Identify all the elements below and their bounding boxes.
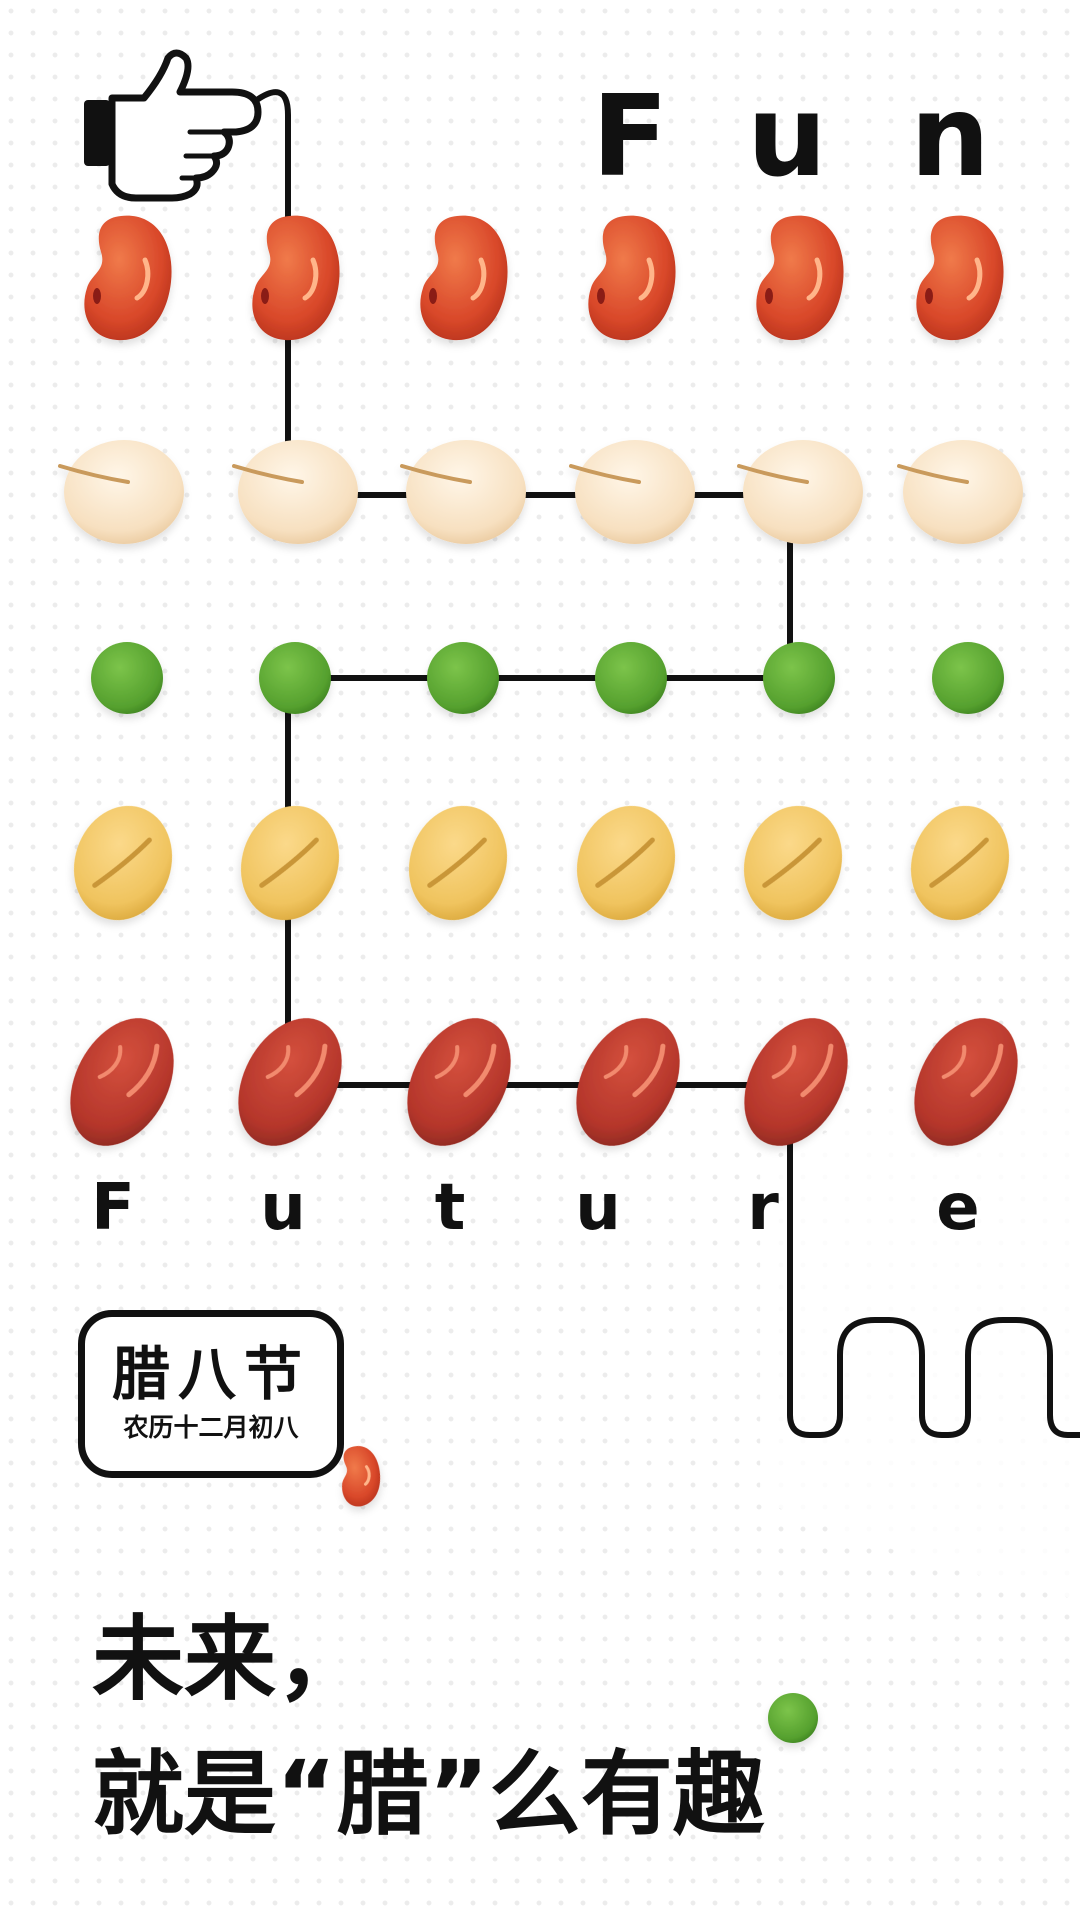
wheat-grain xyxy=(408,805,508,921)
future-letter: u xyxy=(575,1171,621,1245)
future-letter: t xyxy=(434,1171,466,1245)
red-bean xyxy=(420,215,508,341)
slogan-line-1: 未来， xyxy=(92,1606,369,1713)
future-letter: e xyxy=(936,1171,980,1245)
wheat-grain xyxy=(240,805,340,921)
heading-letter: F xyxy=(591,72,669,202)
future-letter: F xyxy=(91,1171,135,1245)
grain-row-peanut xyxy=(58,440,1023,544)
slogan-line-2: 就是“腊”么有趣 xyxy=(92,1741,765,1848)
badge-subtitle: 农历十二月初八 xyxy=(123,1413,299,1442)
red-bean xyxy=(252,215,340,341)
wheat-grain xyxy=(576,805,676,921)
future-letter: r xyxy=(747,1171,779,1245)
heading-letter: u xyxy=(747,72,827,202)
peanut xyxy=(58,440,184,544)
red-date xyxy=(576,1018,680,1146)
pointing-hand-icon xyxy=(84,49,262,202)
red-bean xyxy=(588,215,676,341)
peanut xyxy=(569,440,695,544)
badge-title: 腊八节 xyxy=(111,1340,310,1408)
peanut xyxy=(232,440,358,544)
wheat-grain xyxy=(73,805,173,921)
green-pea-small xyxy=(768,1693,818,1743)
future-letter: u xyxy=(260,1171,306,1245)
heading-letter: n xyxy=(910,72,990,202)
peanut xyxy=(400,440,526,544)
background-patch xyxy=(760,1060,1080,1600)
maze-line xyxy=(247,89,1080,1438)
green-pea xyxy=(91,642,163,714)
red-date xyxy=(744,1018,848,1146)
red-date xyxy=(407,1018,511,1146)
green-pea xyxy=(763,642,835,714)
green-pea xyxy=(259,642,331,714)
festival-badge: 腊八节 农历十二月初八 xyxy=(78,1310,344,1478)
red-bean xyxy=(84,215,172,341)
red-bean xyxy=(756,215,844,341)
grain-row-wheat xyxy=(73,805,1010,921)
red-date xyxy=(914,1018,1018,1146)
red-bean xyxy=(916,215,1004,341)
wheat-grain xyxy=(743,805,843,921)
green-pea xyxy=(427,642,499,714)
peanut xyxy=(897,440,1023,544)
wheat-grain xyxy=(910,805,1010,921)
red-date xyxy=(70,1018,174,1146)
grain-row-green-pea xyxy=(91,642,1004,714)
grain-row-red-date xyxy=(70,1018,1018,1146)
red-bean-small xyxy=(342,1446,381,1507)
red-date xyxy=(238,1018,342,1146)
green-pea xyxy=(595,642,667,714)
grain-row-red-bean xyxy=(84,215,1004,341)
green-pea xyxy=(932,642,1004,714)
peanut xyxy=(737,440,863,544)
